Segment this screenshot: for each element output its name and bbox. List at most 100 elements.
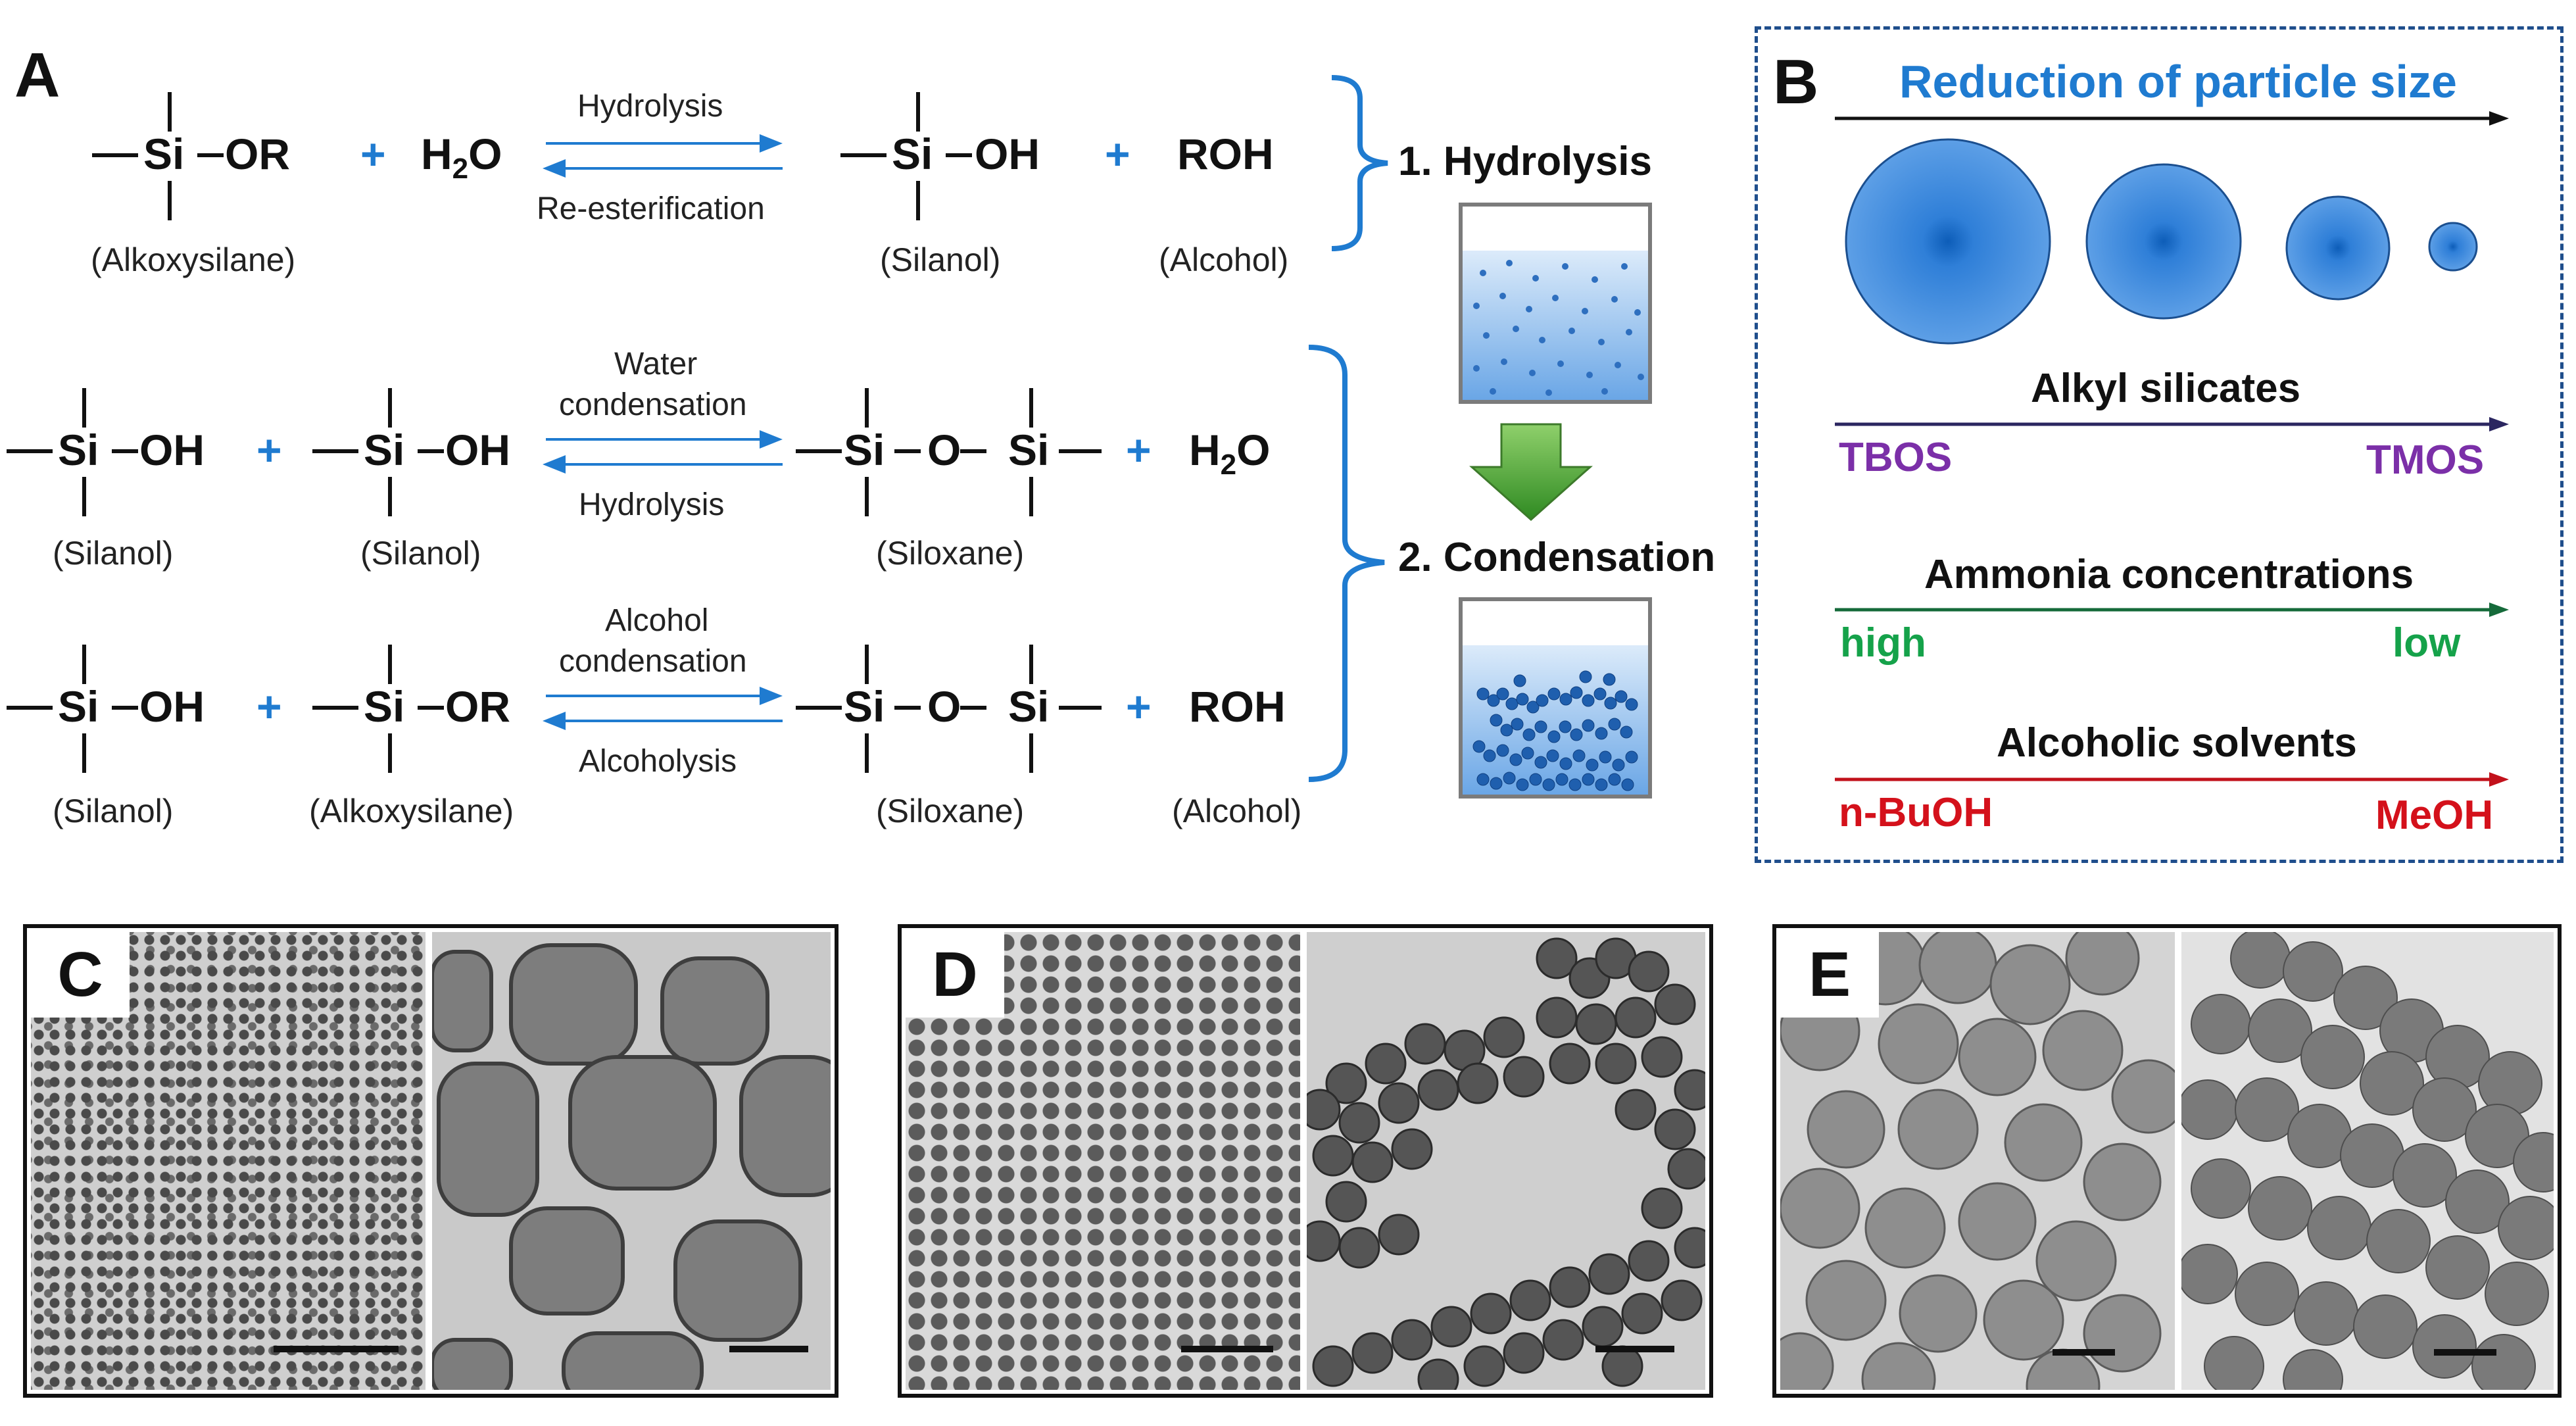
row2-reactant2-name: (Silanol) — [360, 535, 481, 572]
row3-reactant1-oh: OH — [139, 682, 205, 731]
row3-product-o: O — [927, 682, 961, 731]
particle-size-icons — [1845, 138, 2478, 345]
row3-reverse-label: Alcoholysis — [579, 744, 737, 779]
row2-product-o: O — [927, 426, 961, 474]
panel-c-scale-bar-right — [729, 1346, 808, 1352]
row2-product-si-b: Si — [1008, 426, 1050, 474]
panel-c-divider — [425, 932, 432, 1390]
alkyl-arrow — [1835, 417, 2509, 431]
down-arrow-icon — [1469, 423, 1593, 522]
ammonia-left: high — [1840, 620, 1926, 666]
row1-plus-2: + — [1105, 130, 1130, 178]
row2-reactant1-si: Si — [58, 426, 99, 474]
panel-e-label: E — [1780, 932, 1879, 1018]
row1-reactant-name: (Alkoxysilane) — [91, 241, 296, 278]
panel-b-title: Reduction of particle size — [1899, 56, 2457, 107]
alcohol-right: MeOH — [2375, 793, 2494, 838]
row1-product-name: (Silanol) — [880, 241, 1001, 278]
row3-product-name: (Siloxane) — [876, 793, 1025, 829]
row1-product-roh: ROH — [1177, 130, 1274, 178]
row2-forward-label-2: condensation — [559, 387, 747, 422]
row3-reactant2-or: OR — [445, 682, 510, 731]
row2-product-name: (Siloxane) — [876, 535, 1025, 572]
panel-d: D — [898, 924, 1713, 1398]
alkyl-heading: Alkyl silicates — [2031, 366, 2301, 411]
row3-reactant1-name: (Silanol) — [53, 793, 174, 829]
row3-forward-label-2: condensation — [559, 644, 747, 679]
row3-reactant1-si: Si — [58, 682, 99, 731]
panel-e-scale-bar-right — [2434, 1349, 2496, 1356]
row1-reactant-or: OR — [225, 130, 290, 178]
panel-c-image-right — [432, 932, 831, 1390]
panel-d-divider — [1300, 932, 1307, 1390]
row2-reactant2-si: Si — [364, 426, 405, 474]
particle-medium — [2085, 163, 2242, 320]
row3-equilibrium-arrow — [543, 687, 783, 730]
row1-plus: + — [360, 130, 386, 178]
panel-c-label: C — [31, 932, 130, 1018]
row1-reverse-label: Re-esterification — [537, 191, 765, 226]
row3-reactant2-si: Si — [364, 682, 405, 731]
row3-product2-name: (Alcohol) — [1172, 793, 1302, 829]
size-reduction-arrow — [1835, 111, 2509, 126]
alcohol-left: n-BuOH — [1839, 790, 1993, 835]
stage-hydrolysis: 1. Hydrolysis — [1398, 139, 1652, 184]
beaker-network-icon — [1459, 597, 1652, 799]
alcohol-arrow — [1835, 772, 2509, 787]
row3-reactant1-bonds — [7, 645, 138, 773]
stage-condensation: 2. Condensation — [1398, 535, 1716, 580]
row2-reactant1-oh: OH — [139, 426, 205, 474]
row1-reactant-bonds — [92, 92, 224, 220]
row2-product-bonds — [796, 388, 1102, 516]
row1-reactant-si: Si — [143, 130, 185, 178]
row2-plus-2: + — [1126, 426, 1152, 474]
panel-c-scale-bar-left — [274, 1346, 399, 1352]
panel-d-scale-bar-left — [1181, 1346, 1273, 1352]
panel-e-divider — [2175, 932, 2181, 1390]
row3-forward-label-1: Alcohol — [605, 603, 709, 638]
row2-plus: + — [256, 426, 282, 474]
panel-e: E — [1772, 924, 2562, 1398]
panel-e-image-right — [2181, 932, 2554, 1390]
row1-product-bonds — [840, 92, 972, 220]
particle-tiny — [2428, 222, 2478, 272]
row2-equilibrium-arrow — [543, 430, 783, 474]
panel-e-scale-bar-left — [2053, 1349, 2115, 1356]
row3-product-bonds — [796, 645, 1102, 773]
panel-b-box — [1755, 26, 2564, 863]
row1-product-oh: OH — [975, 130, 1040, 178]
row2-product-si-a: Si — [844, 426, 885, 474]
alkyl-left: TBOS — [1839, 435, 1953, 480]
condensation-brace — [1308, 345, 1385, 782]
row3-product-si-a: Si — [844, 682, 885, 731]
row2-reactant1-name: (Silanol) — [53, 535, 174, 572]
alcohol-heading: Alcoholic solvents — [1997, 720, 2357, 766]
row1-forward-label: Hydrolysis — [577, 89, 723, 124]
particle-small — [2285, 195, 2391, 301]
panel-d-image-right — [1307, 932, 1705, 1390]
particle-large — [1845, 138, 2051, 345]
row2-product-water: H2O — [1189, 426, 1271, 481]
row2-reactant2-oh: OH — [445, 426, 510, 474]
hydrolysis-brace — [1331, 75, 1388, 251]
row3-product-si-b: Si — [1008, 682, 1050, 731]
row1-equilibrium-arrow — [543, 134, 783, 178]
row2-reactant2-bonds — [312, 388, 444, 516]
row2-reactant1-bonds — [7, 388, 138, 516]
panel-d-scale-bar-right — [1595, 1346, 1674, 1352]
row3-plus: + — [256, 682, 282, 731]
row1-product2-name: (Alcohol) — [1159, 241, 1289, 278]
beaker-dispersed-icon — [1459, 203, 1652, 404]
panel-c: C — [23, 924, 838, 1398]
row3-reactant2-bonds — [312, 645, 444, 773]
row1-product-si: Si — [892, 130, 933, 178]
panel-d-label: D — [906, 932, 1004, 1018]
ammonia-arrow — [1835, 602, 2509, 617]
row2-reverse-label: Hydrolysis — [579, 487, 725, 522]
row3-plus-2: + — [1126, 682, 1152, 731]
row3-product-roh: ROH — [1189, 682, 1286, 731]
alkyl-right: TMOS — [2366, 437, 2485, 483]
panel-a-label: A — [14, 40, 61, 111]
panel-b-label: B — [1773, 47, 1819, 117]
ammonia-right: low — [2393, 620, 2461, 666]
